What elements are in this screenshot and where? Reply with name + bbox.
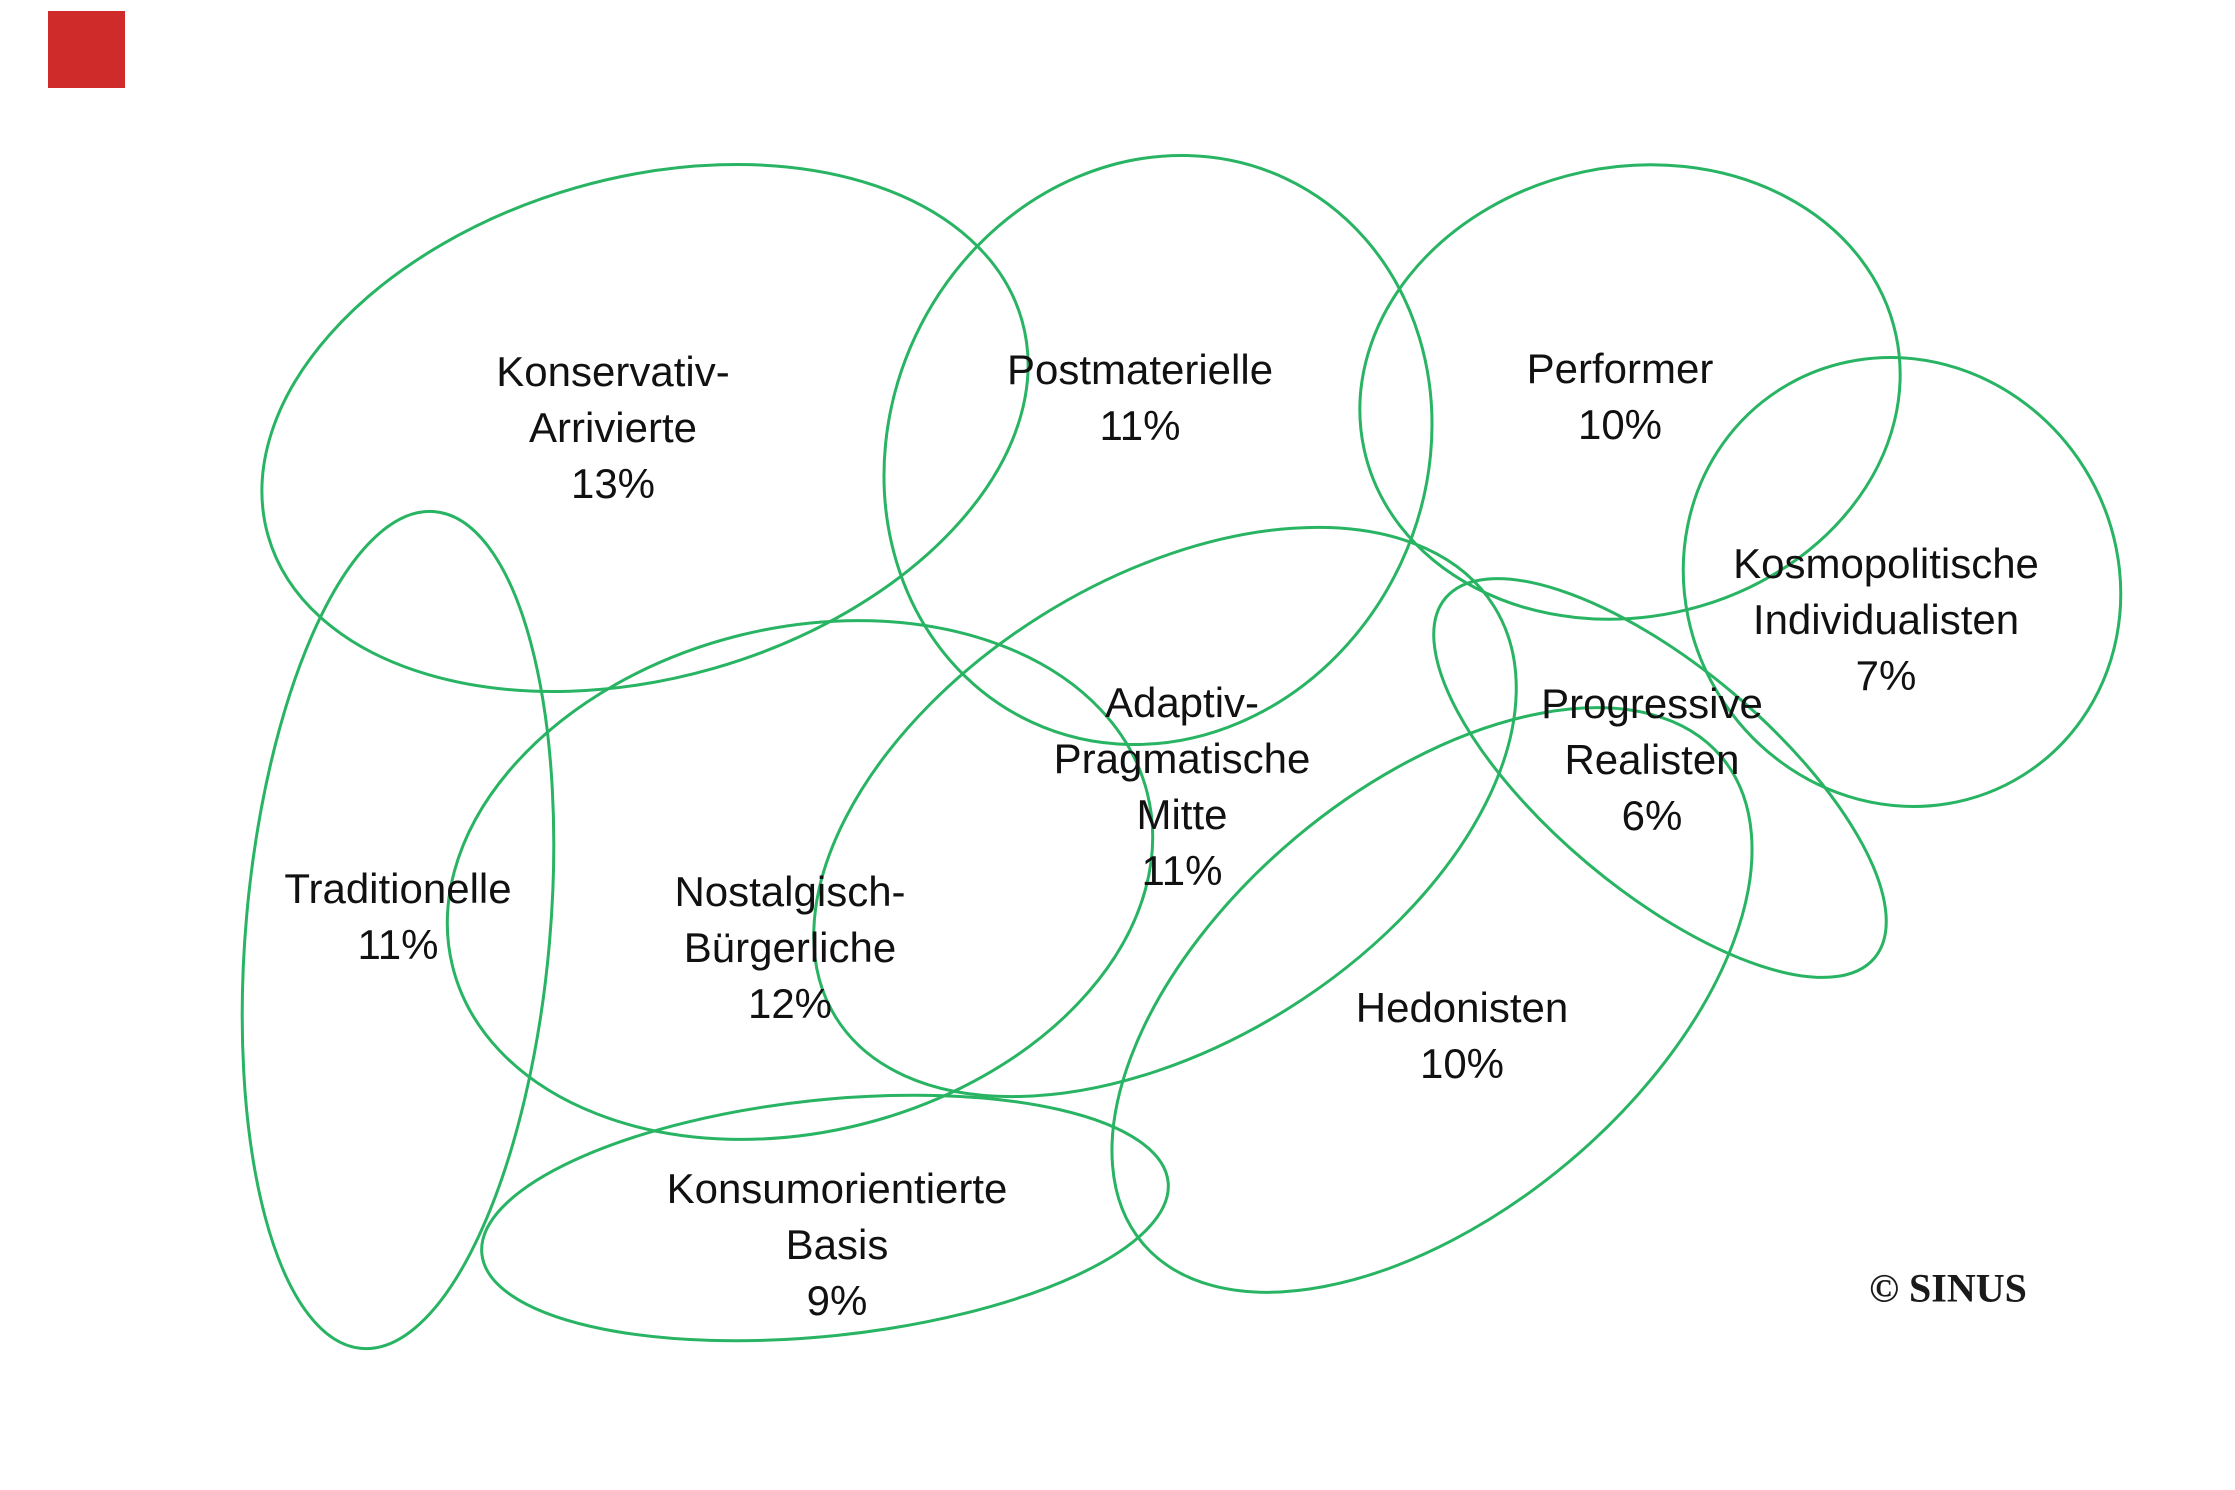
milieu-name: Hedonisten — [1355, 984, 1569, 1031]
milieu-label-nostalgisch-buergerliche: Nostalgisch- Bürgerliche 12% — [674, 864, 905, 1032]
milieu-label-konservativ-arrivierte: Konservativ- Arrivierte 13% — [496, 344, 729, 512]
milieu-name: Adaptiv- Pragmatische Mitte — [1053, 679, 1311, 838]
milieu-label-performer: Performer 10% — [1527, 341, 1714, 453]
milieu-label-kosmopolitische-individualisten: Kosmopolitische Individualisten 7% — [1733, 536, 2039, 704]
milieu-label-hedonisten: Hedonisten 10% — [1356, 980, 1568, 1092]
milieu-blob-traditionelle — [240, 509, 556, 1351]
milieu-percent: 9% — [806, 1277, 868, 1324]
milieu-blob-adaptiv-pragmatische-mitte — [812, 525, 1518, 1099]
milieu-name: Postmaterielle — [1006, 346, 1274, 393]
milieu-name: Performer — [1526, 345, 1714, 392]
milieu-percent: 12% — [747, 980, 833, 1027]
milieu-label-traditionelle: Traditionelle 11% — [284, 861, 511, 973]
red-square-marker — [48, 11, 125, 88]
milieu-label-postmaterielle: Postmaterielle 11% — [1007, 342, 1273, 454]
milieu-label-progressive-realisten: Progressive Realisten 6% — [1541, 676, 1763, 844]
milieu-percent: 10% — [1577, 401, 1663, 448]
milieu-percent: 11% — [357, 921, 439, 968]
milieu-label-konsumorientierte-basis: Konsumorientierte Basis 9% — [667, 1161, 1008, 1329]
milieu-blob-kosmopolitische-individualisten — [1681, 356, 2123, 808]
milieu-name: Progressive Realisten — [1541, 680, 1763, 783]
milieu-percent: 7% — [1855, 652, 1917, 699]
milieu-name: Konsumorientierte Basis — [666, 1165, 1008, 1268]
milieu-blob-postmaterielle — [882, 153, 1434, 747]
milieu-percent: 11% — [1141, 847, 1223, 894]
milieu-blob-progressive-realisten — [1432, 577, 1888, 979]
milieu-name: Kosmopolitische Individualisten — [1733, 540, 2039, 643]
milieu-blob-konsumorientierte-basis — [480, 1093, 1170, 1343]
milieu-percent: 10% — [1419, 1040, 1505, 1087]
milieu-name: Nostalgisch- Bürgerliche — [674, 868, 906, 971]
milieu-name: Konservativ- Arrivierte — [496, 348, 730, 451]
milieu-blob-konservativ-arrivierte — [260, 163, 1030, 693]
milieu-label-adaptiv-pragmatische-mitte: Adaptiv- Pragmatische Mitte 11% — [1054, 675, 1311, 899]
milieu-blob-performer — [1358, 163, 1902, 621]
milieu-blob-hedonisten — [1110, 706, 1754, 1294]
milieu-percent: 6% — [1621, 792, 1683, 839]
milieu-name: Traditionelle — [284, 865, 512, 912]
milieu-percent: 13% — [570, 460, 656, 507]
copyright-credit: © SINUS — [1869, 1265, 2027, 1311]
milieu-blob-nostalgisch-buergerliche — [445, 619, 1155, 1141]
milieu-percent: 11% — [1099, 402, 1181, 449]
